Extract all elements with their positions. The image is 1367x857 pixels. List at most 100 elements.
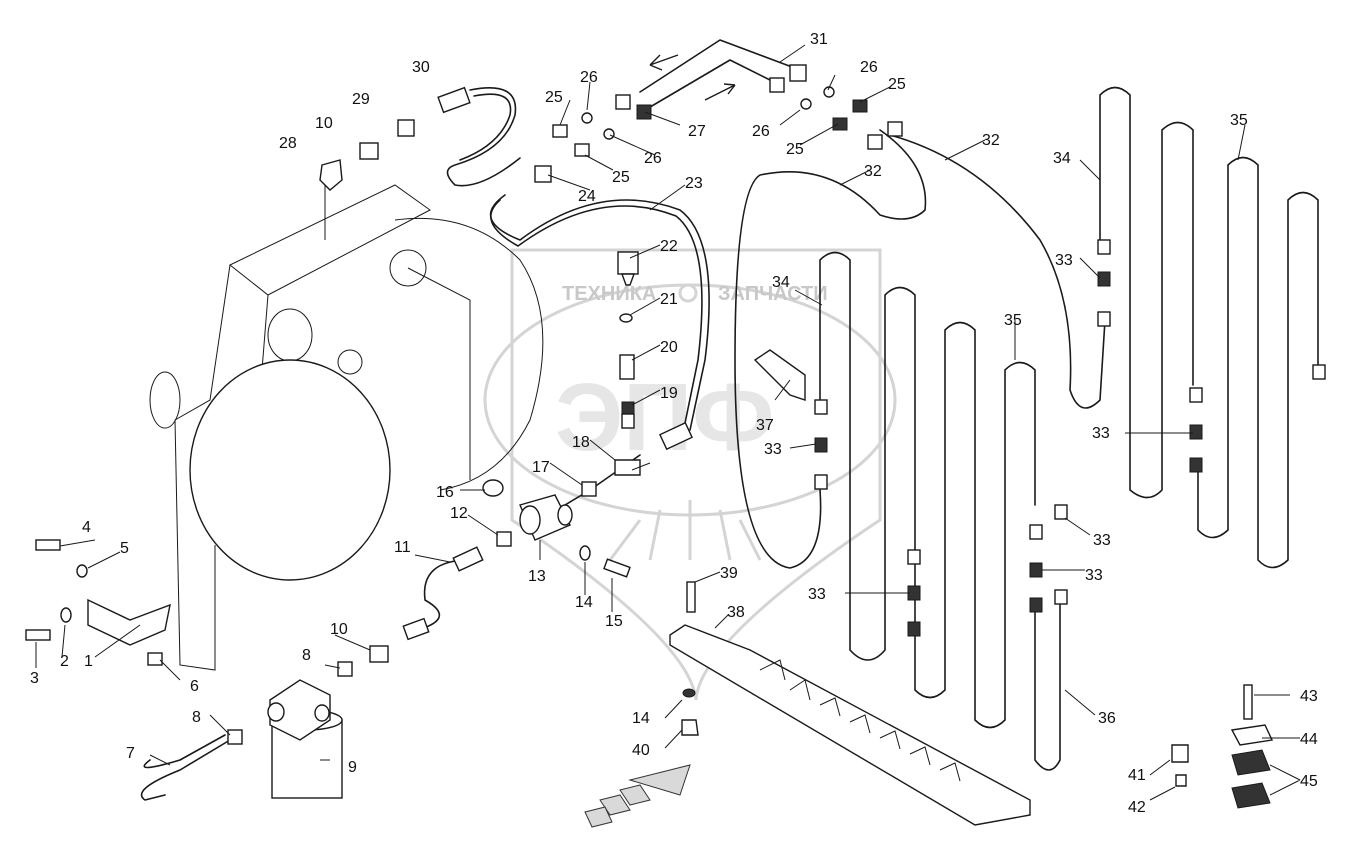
fitting: [769, 77, 785, 93]
fitting-19: [621, 401, 635, 415]
components: [25, 64, 1326, 826]
pipe-nut: [814, 474, 828, 490]
callout-20: 20: [660, 339, 678, 356]
callout-26c: 26: [860, 59, 878, 76]
pipe-nut: [814, 399, 828, 415]
bolt-39: [686, 581, 696, 613]
callout-42: 42: [1128, 799, 1146, 816]
pump: [519, 494, 573, 541]
callout-21: 21: [660, 291, 678, 308]
callout-labels: 1 2 3 4 5 6 7 8 8 9 10 10 11 12 13 14 14…: [30, 31, 1318, 816]
callout-45: 45: [1300, 773, 1318, 790]
washer-26: [603, 128, 615, 140]
fitting: [615, 94, 631, 110]
pipe-nut: [1097, 311, 1111, 327]
callout-31: 31: [810, 31, 828, 48]
callout-4: 4: [82, 519, 91, 536]
washer-5: [76, 564, 88, 578]
callout-23: 23: [685, 175, 703, 192]
nut-41: [1171, 744, 1189, 763]
fitting-24: [534, 165, 552, 183]
callout-17: 17: [532, 459, 550, 476]
callout-38: 38: [727, 604, 745, 621]
callout-32b: 32: [864, 163, 882, 180]
callout-6: 6: [190, 678, 199, 695]
fitting: [867, 134, 883, 150]
fitting: [887, 121, 903, 137]
bolt-3: [25, 629, 51, 641]
fitting-8: [337, 661, 353, 677]
pipe-nut: [1054, 589, 1068, 605]
fitting-29: [397, 119, 415, 137]
flow-arrows: [584, 54, 736, 828]
fitting-6: [147, 652, 163, 666]
callout-25d: 25: [786, 141, 804, 158]
callout-43: 43: [1300, 688, 1318, 705]
fitting: [789, 64, 807, 82]
watermark: ТЕХНИКА ЗАПЧАСТИ ЭПФ: [483, 248, 897, 701]
washer-14: [682, 688, 696, 698]
callout-14: 14: [575, 594, 593, 611]
washer-14b: [579, 545, 591, 561]
callout-12: 12: [450, 505, 468, 522]
callout-35a: 35: [1230, 112, 1248, 129]
tee-fitting: [614, 459, 641, 476]
callout-40: 40: [632, 742, 650, 759]
fitting-10b: [369, 645, 389, 663]
seal-ring-16: [482, 479, 504, 497]
nut-40: [681, 719, 699, 736]
pipe-nut: [1029, 524, 1043, 540]
callout-39: 39: [720, 565, 738, 582]
callout-22: 22: [660, 238, 678, 255]
bolt-43: [1243, 684, 1253, 720]
watermark-logo-letters: ЭПФ: [555, 364, 774, 471]
callout-41: 41: [1128, 767, 1146, 784]
pipe-nut: [907, 621, 921, 637]
fitting-10: [359, 142, 379, 160]
callout-34a: 34: [1053, 150, 1071, 167]
callout-36: 36: [1098, 710, 1116, 727]
pipe-nut: [1097, 271, 1111, 287]
callout-34b: 34: [772, 274, 790, 291]
callout-14b: 14: [632, 710, 650, 727]
callout-26d: 26: [752, 123, 770, 140]
washer-42: [1175, 774, 1187, 787]
clip-37: [753, 349, 806, 401]
callout-33f: 33: [1085, 567, 1103, 584]
pipe-nut: [907, 549, 921, 565]
callout-15: 15: [605, 613, 623, 630]
fitting-8b: [227, 729, 243, 745]
bracket: [87, 598, 171, 646]
callout-5: 5: [120, 540, 129, 557]
direction-arrow-icon: [628, 764, 691, 796]
callout-25b: 25: [612, 169, 630, 186]
pipe-nut: [814, 437, 828, 453]
pipe-nut: [1312, 364, 1326, 380]
filter: [267, 679, 343, 799]
plate-44: [1230, 724, 1274, 746]
callout-37: 37: [756, 417, 774, 434]
callout-16: 16: [436, 484, 454, 501]
callout-11: 11: [394, 539, 411, 556]
callout-18: 18: [572, 434, 590, 451]
callout-19: 19: [660, 385, 678, 402]
callout-33c: 33: [808, 586, 826, 603]
callout-33d: 33: [1092, 425, 1110, 442]
pipe-nut: [1189, 387, 1203, 403]
callout-3: 3: [30, 670, 39, 687]
fitting-20: [619, 354, 635, 380]
bolt-4: [35, 539, 61, 551]
callout-30: 30: [412, 59, 430, 76]
pipe-nut: [1029, 562, 1043, 578]
washer-26: [581, 112, 593, 124]
seal-ring-21: [619, 313, 633, 323]
hose-end-11b: [402, 617, 430, 641]
callout-28: 28: [279, 135, 297, 152]
callout-10b: 10: [330, 621, 348, 638]
callout-33e: 33: [1093, 532, 1111, 549]
elbow-28: [319, 159, 343, 191]
sensor: [617, 251, 639, 286]
fitting-25: [832, 117, 848, 131]
hose-end: [437, 86, 471, 114]
leader-lines: [35, 44, 1301, 801]
